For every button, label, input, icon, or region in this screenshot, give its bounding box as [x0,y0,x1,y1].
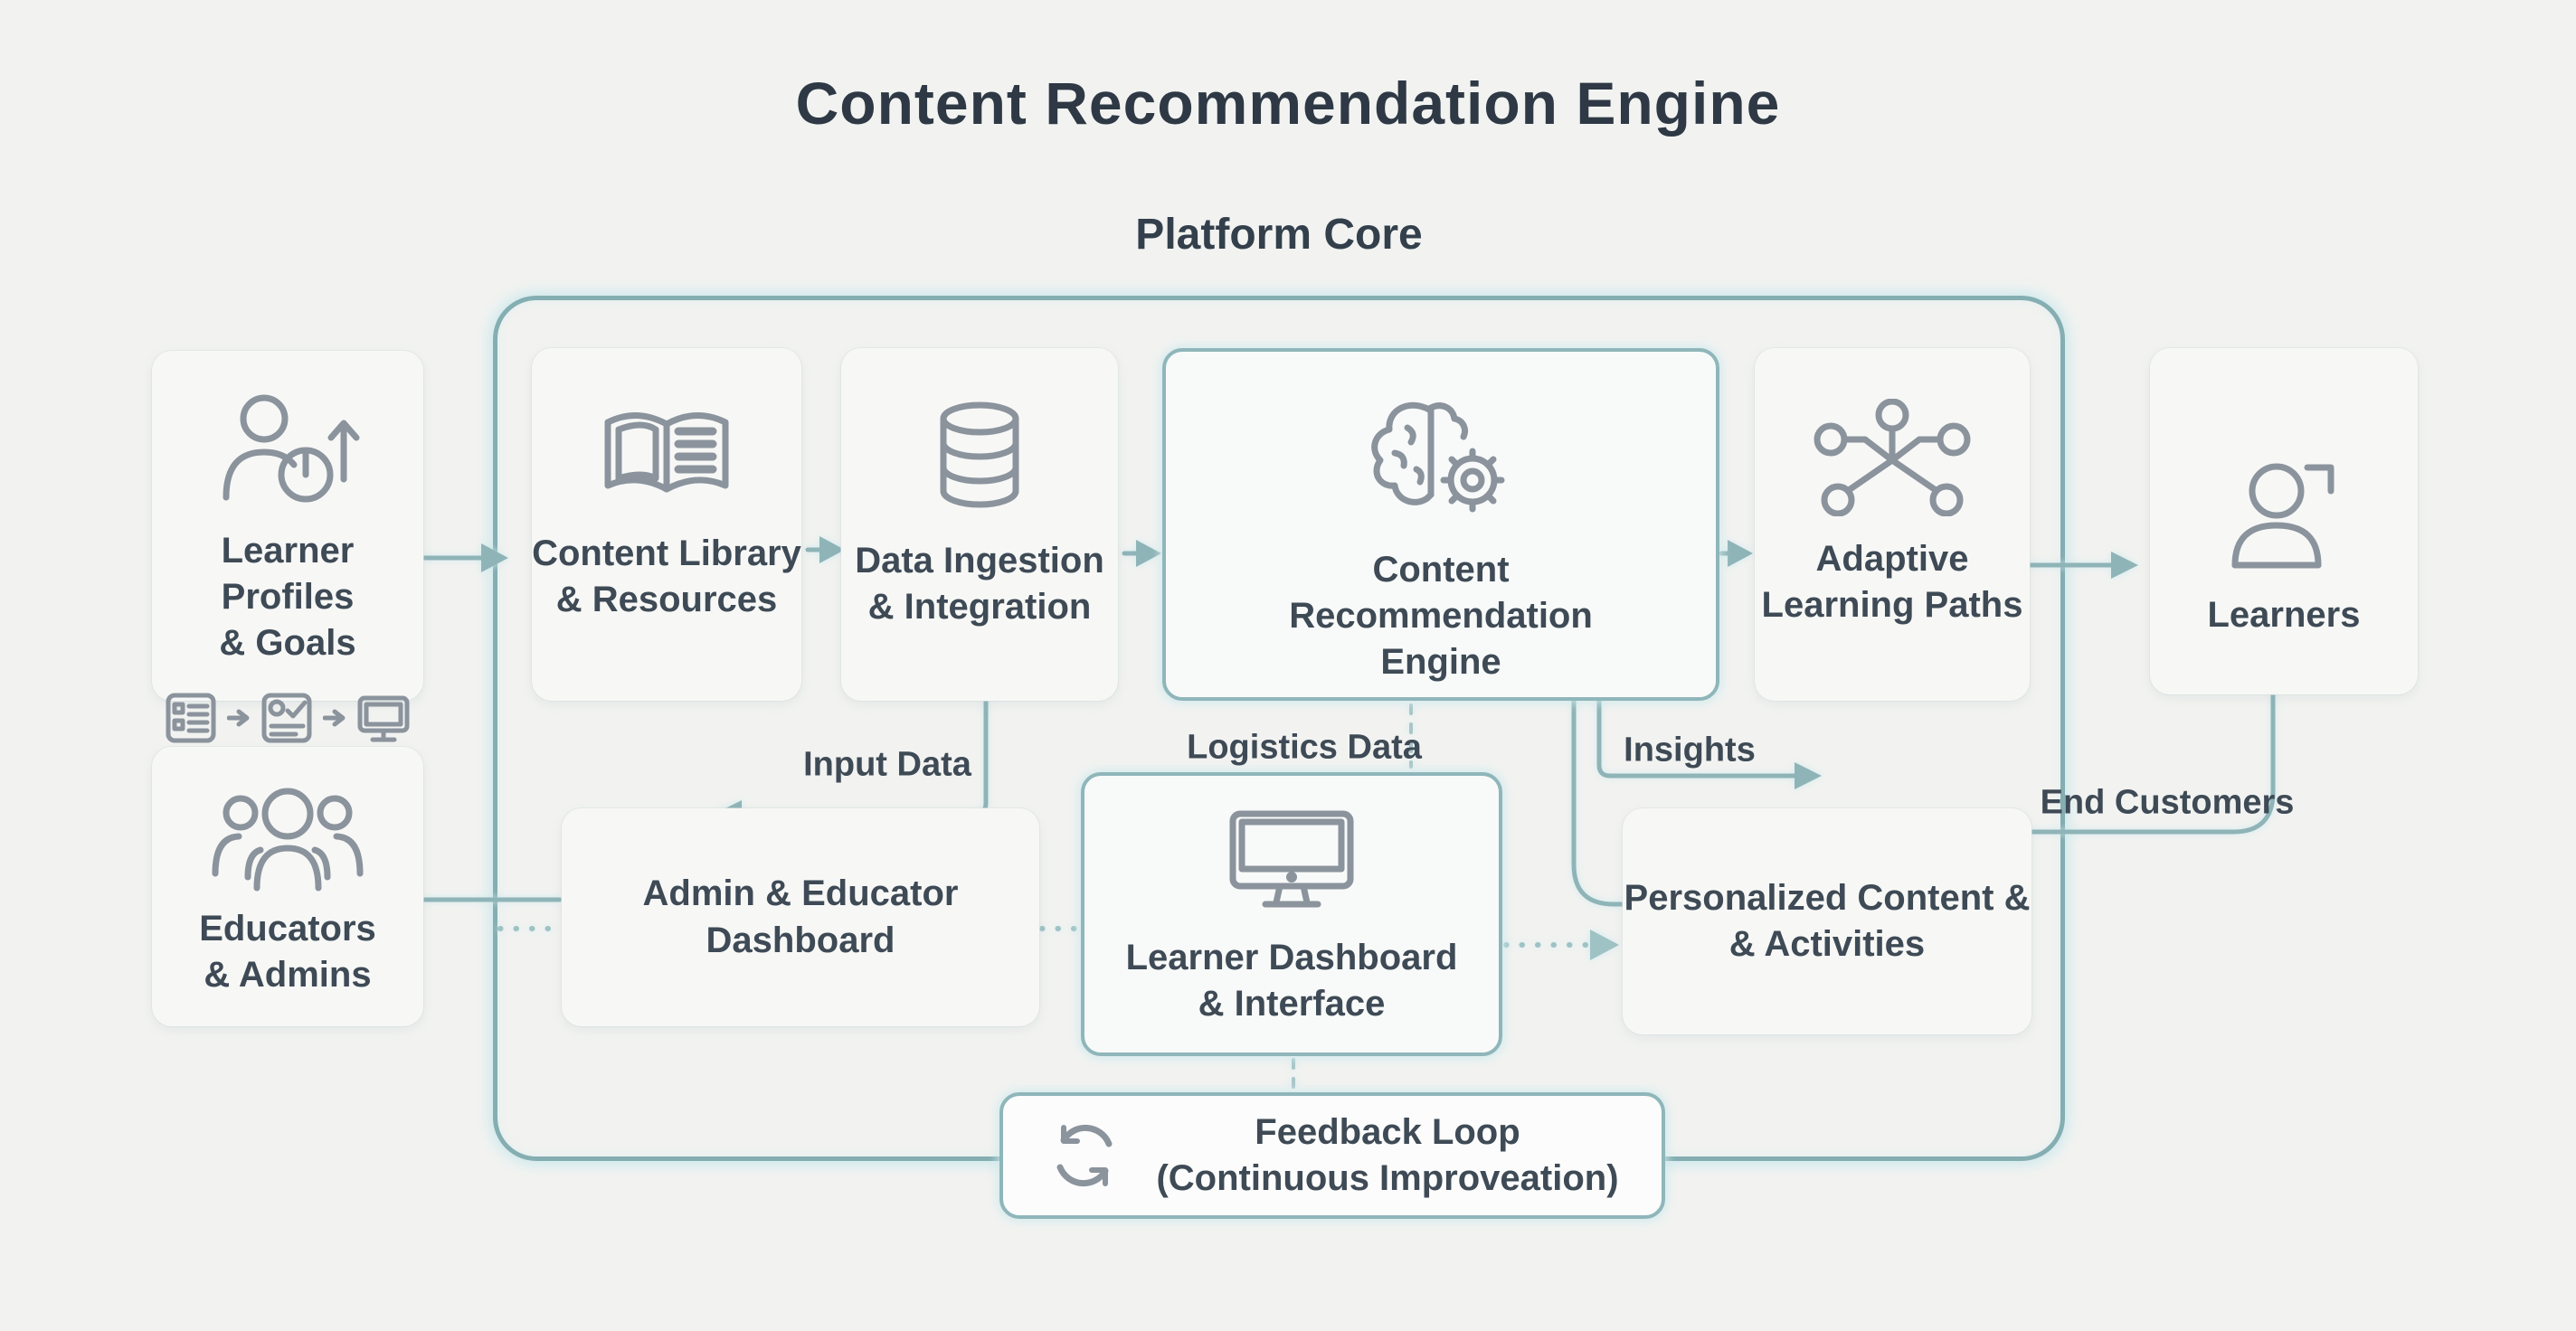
profile-steps-row [164,691,412,745]
node-label: Content Library & Resources [532,533,801,620]
node-label: Personalized Content & & Activities [1624,877,2031,964]
page-title: Content Recommendation Engine [795,70,1781,137]
node-data-ingestion: Data Ingestion & Integration [841,348,1118,701]
node-content-library: Content Library & Resources [532,348,801,701]
platform-core-label: Platform Core [1135,211,1423,259]
profile-card-icon [261,693,312,743]
mini-arrow-icon [323,709,346,727]
node-learner-dashboard: Learner Dashboard & Interface [1081,772,1502,1056]
people-group-icon [206,787,369,893]
mini-arrow-icon [227,709,250,727]
node-educators-admins: Educators & Admins [152,747,423,1026]
database-icon [927,399,1032,518]
network-nodes-icon [1811,399,1974,516]
node-learners: Learners [2150,348,2418,694]
brain-gear-icon [1355,393,1527,534]
node-label: Educators & Admins [199,909,376,996]
curve-engine-to-personalized [1571,698,1627,907]
label-input-data: Input Data [803,745,971,784]
node-label: Learners [2207,595,2361,635]
node-label: Content Recommendation Engine [1289,550,1593,683]
label-insights: Insights [1624,731,1756,769]
node-feedback-loop: Feedback Loop (Continuous Improveation) [999,1092,1665,1219]
node-label: Admin & Educator Dashboard [642,873,959,960]
node-label: Learner Profiles & Goals [219,531,356,664]
node-recommendation-engine: Content Recommendation Engine [1162,348,1719,701]
elbow-insights [1596,698,1799,779]
node-adaptive-paths: Adaptive Learning Paths [1755,348,2030,701]
label-logistics-data: Logistics Data [1187,728,1422,767]
curve-learners-to-personalized [2030,692,2276,835]
node-learner-profiles: Learner Profiles & Goals [152,351,423,743]
open-book-icon [599,402,734,511]
person-progress-icon [206,389,369,515]
person-icon [2221,455,2347,572]
node-label: Data Ingestion & Integration [855,541,1104,628]
node-label: Learner Dashboard & Interface [1125,938,1458,1024]
document-list-icon [166,693,216,743]
node-admin-dashboard: Admin & Educator Dashboard [562,808,1039,1026]
node-personalized-content: Personalized Content & & Activities [1623,808,2031,1034]
label-end-customers: End Customers [2040,783,2295,822]
node-label: Feedback Loop (Continuous Improveation) [1156,1111,1619,1198]
node-label: Adaptive Learning Paths [1761,539,2023,626]
refresh-arrows-icon [1046,1117,1123,1194]
desktop-monitor-icon [1224,808,1359,915]
monitor-icon [357,695,410,742]
